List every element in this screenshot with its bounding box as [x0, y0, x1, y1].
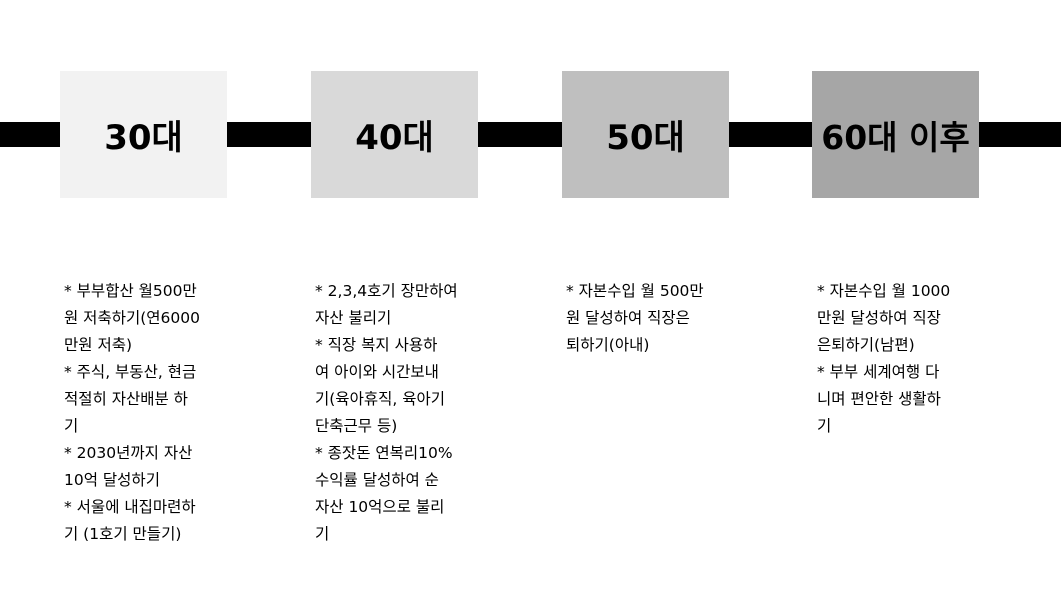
goal-list-30s: * 부부합산 월500만 원 저축하기(연6000 만원 저축) * 주식, 부… [64, 278, 229, 548]
stage-box-50s: 50대 [562, 71, 729, 198]
stage-box-30s: 30대 [60, 71, 227, 198]
goal-item: * 2,3,4호기 장만하여 자산 불리기 [315, 282, 458, 327]
goal-item: * 주식, 부동산, 현금 적절히 자산배분 하 기 [64, 363, 197, 435]
goal-list-60s-plus: * 자본수입 월 1000 만원 달성하여 직장 은퇴하기(남편) * 부부 세… [817, 278, 982, 440]
stage-box-60s-plus: 60대 이후 [812, 71, 979, 198]
stage-title-50s: 50대 [606, 118, 685, 158]
goal-item: * 부부 세계여행 다 니며 편안한 생활하 기 [817, 363, 941, 435]
goal-list-50s: * 자본수입 월 500만 원 달성하여 직장은 퇴하기(아내) [566, 278, 731, 359]
stage-title-40s: 40대 [355, 118, 434, 158]
goal-list-40s: * 2,3,4호기 장만하여 자산 불리기 * 직장 복지 사용하 여 아이와 … [315, 278, 480, 548]
goal-item: * 2030년까지 자산 10억 달성하기 [64, 444, 193, 489]
stage-title-60s-plus: 60대 이후 [821, 117, 970, 157]
goal-item: * 직장 복지 사용하 여 아이와 시간보내 기(육아휴직, 육아기 단축근무 … [315, 336, 445, 435]
goal-item: * 자본수입 월 1000 만원 달성하여 직장 은퇴하기(남편) [817, 282, 951, 354]
stage-title-30s: 30대 [104, 118, 183, 158]
stage-box-40s: 40대 [311, 71, 478, 198]
goal-item: * 부부합산 월500만 원 저축하기(연6000 만원 저축) [64, 282, 200, 354]
goal-item: * 종잣돈 연복리10% 수익률 달성하여 순 자산 10억으로 불리 기 [315, 444, 453, 543]
goal-item: * 서울에 내집마련하 기 (1호기 만들기) [64, 498, 196, 543]
goal-item: * 자본수입 월 500만 원 달성하여 직장은 퇴하기(아내) [566, 282, 704, 354]
